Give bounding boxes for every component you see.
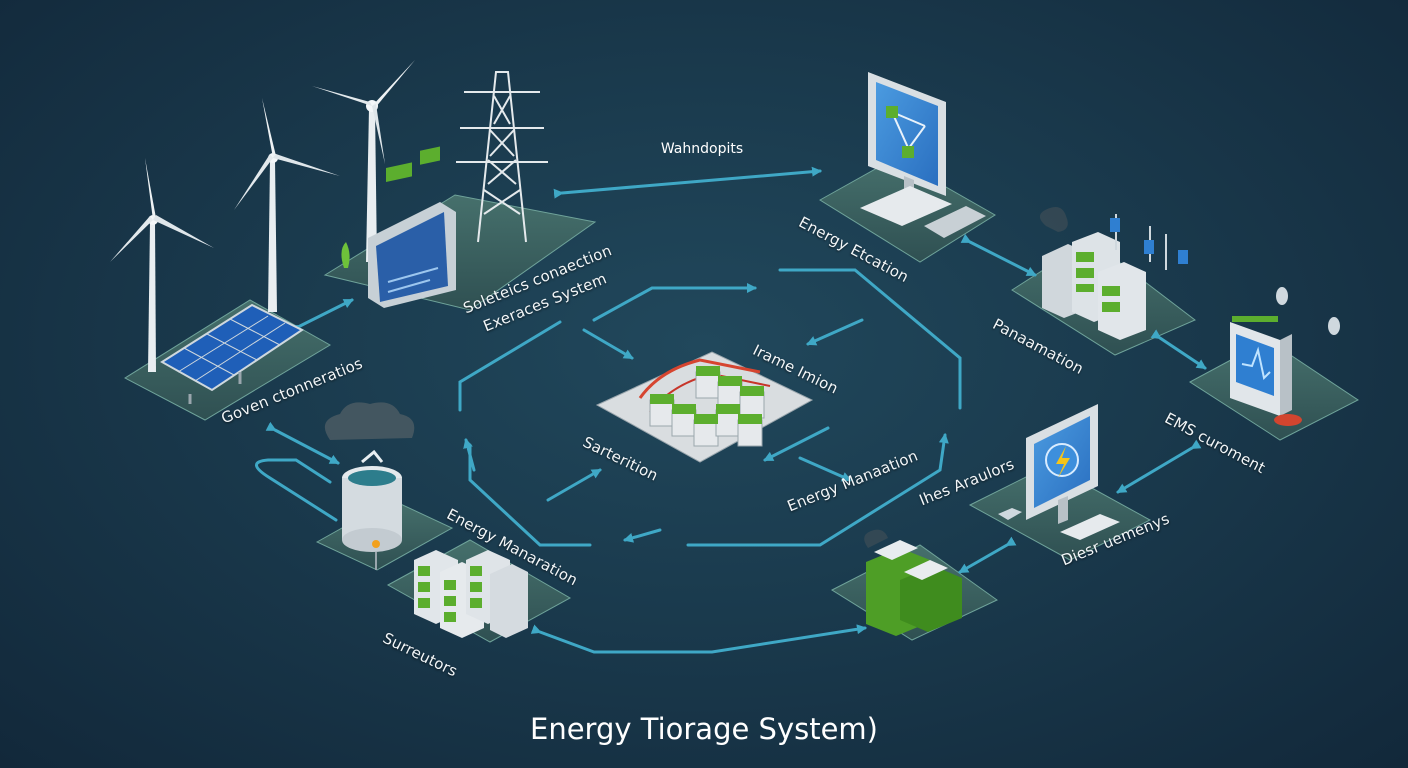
arrow-inner-4 [798,456,852,482]
server-rack-icon [1039,207,1188,340]
battery-rack-icon [414,550,528,638]
arrow-inner-6 [623,528,662,543]
wind-turbine-icon [312,60,415,262]
arrow-gen-grid [290,298,354,335]
transmission-tower-icon [456,71,548,243]
arrow-inner-2 [806,318,864,346]
solar-panel-icon [160,303,304,404]
computer-monitor-icon [860,72,986,238]
control-cabinet-icon [341,146,456,308]
arrow-oct-right [778,268,962,410]
label-top-arrow: Wahndopits [661,141,743,157]
arrow-oct-bottom-left [468,443,592,547]
page-title: Energy Tiorage System) [530,712,878,746]
computer-monitor-icon [998,404,1120,540]
arrow-servers-ems [1150,329,1207,370]
arrow-oct-left [458,320,562,412]
flow-arrows [255,166,1207,654]
arrow-top [553,166,822,199]
arrow-inner-5 [546,468,602,502]
fuel-cell-icon [324,402,415,570]
arrow-inner-1 [582,328,634,360]
arrow-inner-7 [463,438,476,472]
arrow-oct-bottom [686,433,949,547]
arrow-ems-monitor [1116,439,1202,494]
arrow-loop-left [255,458,338,522]
arrow-computer-servers [960,233,1037,277]
arrow-oct-top [592,283,757,322]
battery-module-icon [638,358,771,447]
arrow-monitor-container [958,536,1017,574]
arrow-bottom [530,624,867,654]
green-container-icon [864,529,962,636]
arrow-gen-fuel [265,421,340,465]
ems-panel-icon [1230,287,1340,426]
wind-turbine-icon [234,98,340,312]
wind-turbine-icon [110,158,214,372]
arrow-inner-3 [763,426,830,462]
